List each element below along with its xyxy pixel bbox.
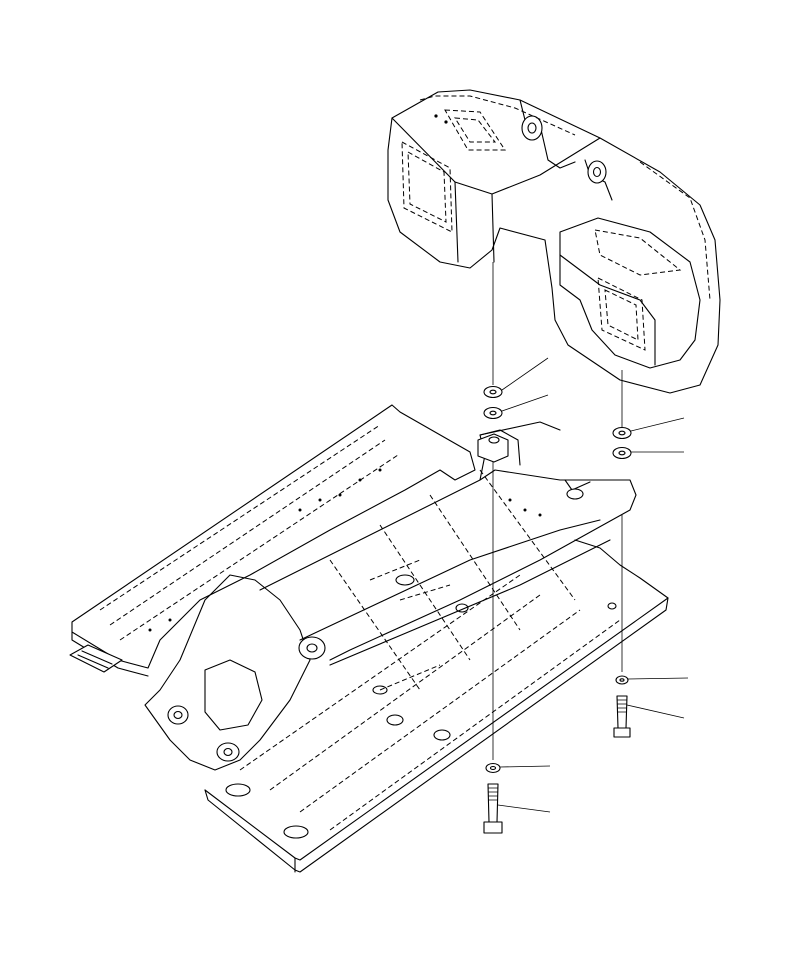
shim-right-lower[interactable]: [612, 446, 684, 460]
washer-right[interactable]: [615, 675, 689, 685]
shim-left-lower[interactable]: [483, 394, 549, 420]
washer-left[interactable]: [485, 762, 551, 774]
shim-right-upper[interactable]: [612, 417, 685, 440]
counterweight-icon: [387, 89, 721, 394]
frame-icon: [69, 404, 669, 873]
bolt-left[interactable]: [483, 783, 551, 834]
shim-left-upper[interactable]: [483, 357, 549, 399]
bolt-right[interactable]: [613, 695, 685, 738]
